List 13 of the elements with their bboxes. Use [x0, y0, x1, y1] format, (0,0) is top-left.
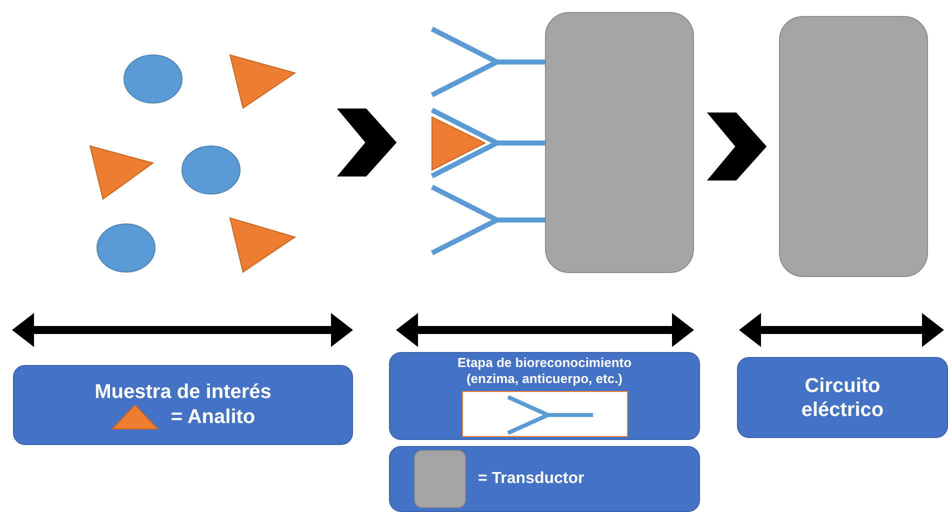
circuit-block [779, 16, 928, 277]
label-panel [13, 365, 353, 445]
panel-title: Muestra de interés [94, 380, 272, 404]
chevron-arrow [706, 112, 767, 180]
label-panel [389, 446, 700, 512]
legend-text: = Transductor [478, 469, 584, 489]
legend-text: = Analito [170, 405, 256, 429]
label-panel [389, 352, 700, 440]
transducer-block [545, 12, 694, 273]
panel-title: Etapa de bioreconocimiento (enzima, anticuerpo, etc.) [456, 355, 633, 387]
label-panel [737, 357, 948, 438]
chevron-arrow [336, 108, 397, 176]
panel-title: Circuito eléctrico [800, 374, 885, 422]
